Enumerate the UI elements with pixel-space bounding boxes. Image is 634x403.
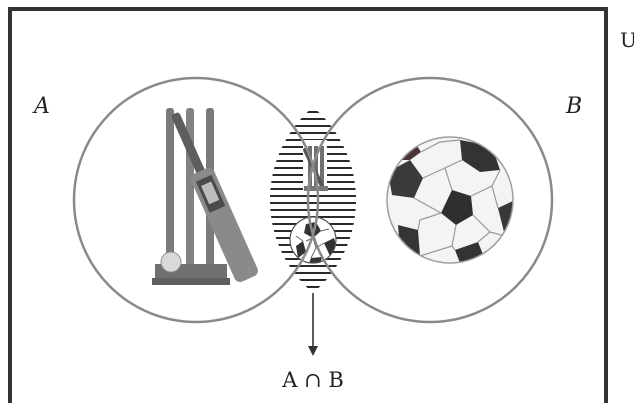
set-a-label: A [32,94,50,119]
intersection-arrow [308,293,318,356]
universal-set-label: U [620,28,634,52]
cricket-bat-stumps-icon [152,108,260,285]
intersection-label: A ∩ B [281,368,344,392]
intersection-hatching [270,100,360,300]
football-icon [387,137,520,268]
set-b-label: B [565,94,582,119]
